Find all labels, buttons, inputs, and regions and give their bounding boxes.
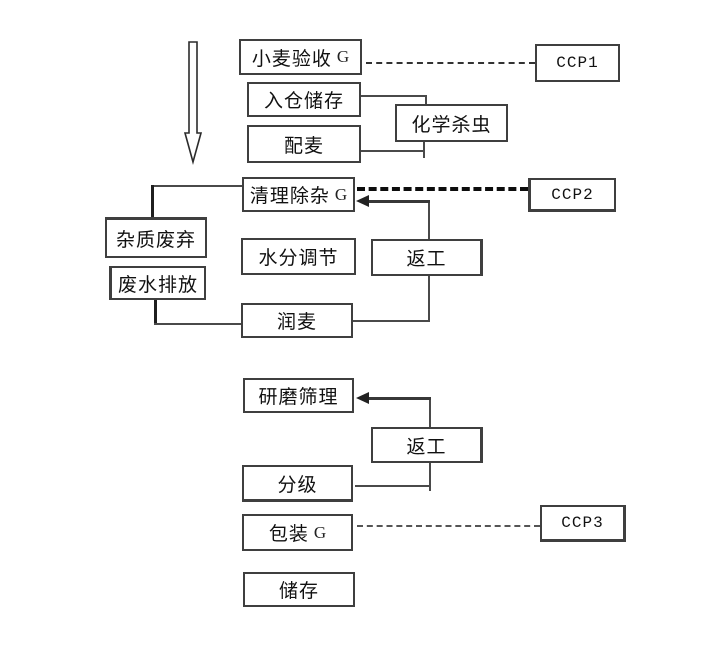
node-label: 入仓储存 (263, 91, 344, 112)
connector-blending-to-chemical-h (361, 150, 425, 152)
node-rework-1: 返工 (371, 239, 483, 276)
gmp-marker: G (334, 184, 348, 204)
node-wastewater-discharge: 废水排放 (109, 266, 206, 300)
node-impurity-disposal: 杂质废弃 (105, 217, 207, 258)
node-label: 返工 (406, 436, 447, 458)
gmp-marker: G (313, 522, 327, 542)
node-label: 润麦 (276, 312, 317, 333)
node-label: 配麦 (283, 135, 324, 157)
dashed-link-packaging-ccp3 (357, 525, 540, 527)
node-cleaning-impurity-removal: 清理除杂 G (242, 177, 355, 212)
dashed-link-acceptance-ccp1 (366, 62, 535, 64)
connector-rework2-up-v (429, 398, 431, 429)
node-label: 储存 (278, 581, 319, 602)
node-label: 化学杀虫 (411, 114, 492, 136)
node-label: 包装 (268, 524, 309, 545)
connector-cleaning-to-impurity-v (151, 185, 154, 217)
node-storage-in-warehouse: 入仓储存 (247, 82, 361, 117)
node-grinding-sieving: 研磨筛理 (243, 378, 354, 413)
node-label: CCP3 (561, 514, 604, 532)
node-packaging: 包装 G (242, 514, 353, 551)
node-rework-2: 返工 (371, 427, 483, 463)
node-label: 返工 (406, 249, 447, 270)
connector-storagein-to-chemical-v (425, 95, 427, 105)
gmp-marker: G (336, 47, 350, 66)
node-ccp3: CCP3 (540, 505, 626, 542)
connector-wastewater-down-v (154, 300, 157, 325)
connector-tempering-to-rework1-h (353, 320, 430, 322)
node-label: 废水排放 (117, 274, 198, 296)
node-label: CCP1 (556, 54, 599, 72)
node-final-storage: 储存 (243, 572, 355, 607)
node-moisture-adjustment: 水分调节 (241, 238, 356, 275)
connector-rework1-to-cleaning-h (368, 200, 430, 203)
connector-storagein-to-chemical-h (361, 95, 427, 97)
connector-rework2-down-v (429, 463, 431, 491)
connector-grading-to-rework2-h (355, 485, 431, 487)
node-label: 小麦验收 (251, 48, 332, 70)
node-wheat-blending: 配麦 (247, 125, 361, 163)
connector-cleaning-to-impurity-h (152, 185, 242, 187)
dashed-link-cleaning-ccp2 (357, 187, 528, 191)
connector-blending-to-chemical-v (423, 142, 425, 158)
node-label: CCP2 (551, 185, 594, 204)
node-grading: 分级 (242, 465, 353, 502)
connector-rework1-up-v (428, 201, 430, 241)
connector-wastewater-to-tempering-h (154, 323, 241, 325)
flow-direction-down-arrow-icon (183, 41, 203, 166)
node-label: 清理除杂 (249, 186, 330, 207)
node-ccp1: CCP1 (535, 44, 620, 82)
node-label: 水分调节 (258, 248, 339, 269)
node-label: 杂质废弃 (115, 229, 196, 251)
node-label: 研磨筛理 (258, 387, 339, 408)
connector-rework2-to-grinding-h (368, 397, 431, 400)
node-ccp2: CCP2 (528, 178, 616, 212)
connector-rework1-down-v (428, 276, 430, 322)
left-arrowhead-icon (356, 195, 369, 207)
node-label: 分级 (277, 474, 318, 496)
left-arrowhead-icon (356, 392, 369, 404)
node-chemical-insecticide: 化学杀虫 (395, 104, 508, 142)
node-wheat-tempering: 润麦 (241, 303, 353, 338)
node-wheat-acceptance: 小麦验收 G (239, 39, 362, 75)
